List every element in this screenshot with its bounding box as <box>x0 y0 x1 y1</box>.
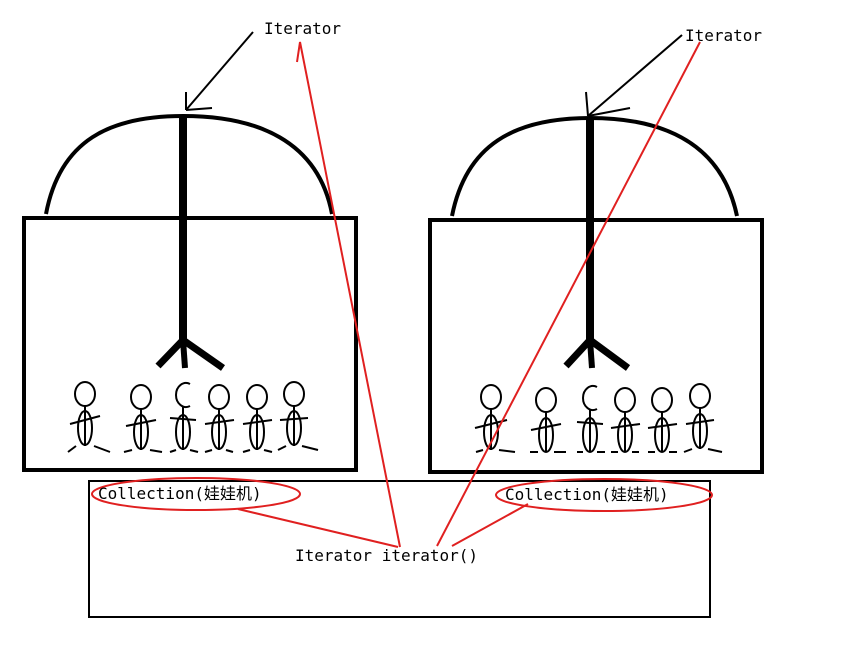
collection-label-left: Collection(娃娃机) <box>98 484 262 503</box>
doll-figure <box>169 382 199 453</box>
doll-figure <box>683 383 723 453</box>
doll-figure <box>530 387 566 453</box>
doll-figures-left <box>67 381 319 453</box>
claw-machine-right-claw <box>563 337 631 371</box>
doll-figure <box>242 384 273 453</box>
claw-machine-right-dome <box>450 115 739 217</box>
iterator-label-left: Iterator <box>264 19 341 38</box>
iterator-method-label: Iterator iterator() <box>295 546 478 565</box>
claw-machine-left-claw <box>155 337 226 371</box>
claw-machine-left-box <box>22 216 358 472</box>
claw-machine-right-box <box>428 218 764 474</box>
claw-machine-left-dome <box>44 113 334 215</box>
iterator-pointer-left <box>185 31 254 111</box>
link-collection-left-to-method <box>237 508 399 548</box>
doll-figure <box>123 384 163 453</box>
collection-left-highlight <box>91 477 301 511</box>
link-method-to-iterator-right <box>436 41 701 547</box>
doll-figure <box>67 381 111 453</box>
claw-machine-left <box>22 113 358 472</box>
link-collection-right-to-method <box>451 503 529 547</box>
doll-figure <box>277 381 319 451</box>
doll-figure <box>610 387 641 453</box>
collection-right-highlight <box>495 478 713 512</box>
iterator-pointer-right <box>585 34 683 117</box>
collection-interface-box <box>88 480 711 618</box>
doll-figure <box>474 384 516 453</box>
link-method-to-iterator-left <box>296 41 401 548</box>
doll-figure <box>647 387 678 453</box>
collection-label-right: Collection(娃娃机) <box>505 485 669 504</box>
iterator-label-right: Iterator <box>685 26 762 45</box>
claw-machine-right <box>428 115 764 474</box>
doll-figure <box>204 384 235 453</box>
red-annotations <box>91 41 713 548</box>
doll-figures-right <box>474 383 723 453</box>
doll-figure <box>576 385 605 453</box>
